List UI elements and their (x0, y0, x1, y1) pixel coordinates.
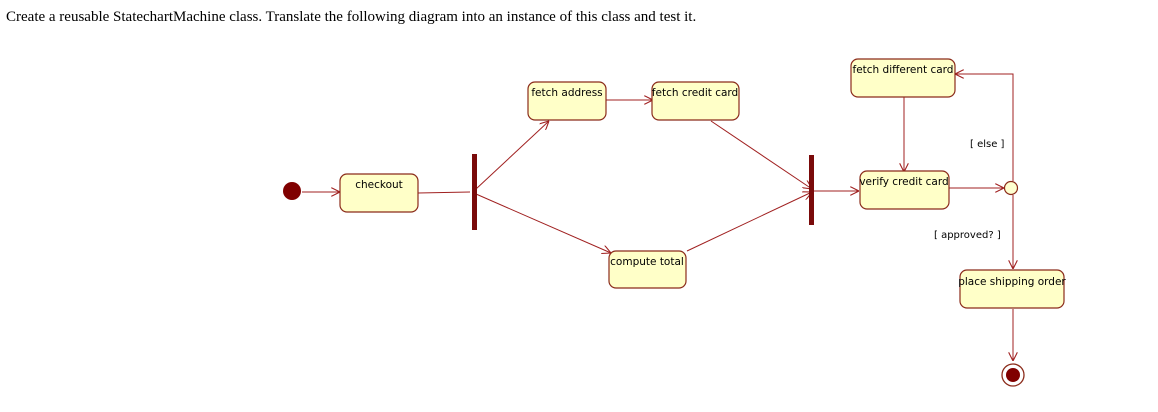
transitions (302, 74, 1013, 361)
guard-approved-label: [ approved? ] (934, 230, 1001, 241)
state-fetch-address-label: fetch address (531, 87, 602, 99)
state-verify-credit-card-label: verify credit card (859, 176, 948, 188)
edge-decision-to-fetch-different-card (955, 74, 1014, 181)
state-fetch-different-card-label: fetch different card (853, 64, 954, 76)
state-fetch-different-card: fetch different card (850, 58, 956, 98)
decision-node (1003, 180, 1019, 196)
state-fetch-address: fetch address (527, 81, 607, 121)
edge-fork-to-compute-total (475, 193, 611, 253)
fork-bar (472, 154, 477, 230)
edge-fork-to-fetch-address (475, 121, 549, 190)
join-bar (809, 155, 814, 225)
edge-checkout-to-fork (417, 191, 471, 194)
state-fetch-credit-card: fetch credit card (651, 81, 740, 121)
edge-fetch-credit-card-to-join (710, 120, 812, 189)
instructions-text: Create a reusable StatechartMachine clas… (6, 9, 697, 25)
state-place-shipping-order: place shipping order (958, 269, 1066, 309)
state-verify-credit-card: verify credit card (859, 170, 950, 210)
state-compute-total-label: compute total (610, 256, 684, 268)
guard-else-label: [ else ] (970, 139, 1005, 150)
state-compute-total: compute total (608, 250, 687, 289)
edge-compute-total-to-join (686, 192, 812, 252)
state-checkout: checkout (339, 173, 419, 213)
initial-node (283, 182, 301, 200)
state-place-shipping-order-label: place shipping order (958, 276, 1066, 288)
state-checkout-label: checkout (355, 179, 403, 191)
final-node (1001, 363, 1025, 387)
state-fetch-credit-card-label: fetch credit card (652, 87, 738, 99)
